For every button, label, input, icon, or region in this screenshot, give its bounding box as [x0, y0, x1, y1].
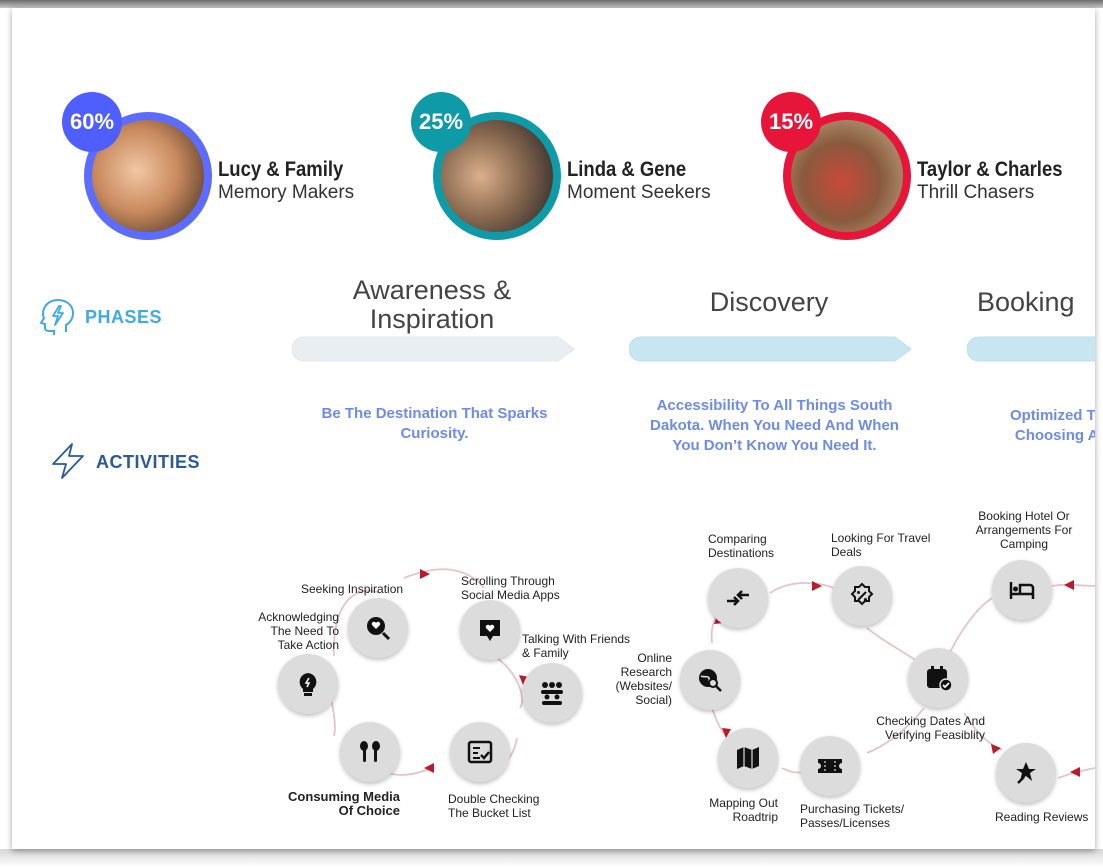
label-consuming-media: Consuming Media Of Choice	[288, 789, 400, 818]
persona-percent-badge: 25%	[411, 92, 471, 152]
phase-title-booking: Booking	[977, 287, 1075, 317]
phases-label: PHASES	[85, 307, 163, 327]
phase-title-awareness: Awareness & Inspiration	[352, 275, 512, 334]
node-purchasing-tickets[interactable]	[800, 736, 860, 796]
window-top-edge	[0, 0, 1103, 8]
label-purchasing-tickets: Purchasing Tickets/ Passes/Licenses	[800, 802, 905, 830]
persona-tagline: Moment Seekers	[567, 182, 711, 203]
node-comparing[interactable]	[708, 568, 768, 628]
phase-arrow-booking	[967, 336, 1095, 362]
ticket-icon	[818, 759, 842, 773]
label-talking-friends: Talking With Friends & Family	[522, 632, 631, 660]
label-mapping-roadtrip: Mapping Out Roadtrip	[709, 796, 778, 824]
label-seeking-inspiration: Seeking Inspiration	[301, 582, 404, 596]
phase-arrow-awareness	[292, 336, 575, 362]
node-mapping-roadtrip[interactable]	[718, 728, 778, 788]
chat-heart-icon	[480, 620, 500, 641]
node-checking-dates[interactable]	[908, 648, 968, 708]
persona-taylor: 15% Taylor & Charles Thrill Chasers	[761, 92, 1095, 252]
search-heart-icon	[367, 617, 391, 641]
persona-lucy: 60% Lucy & Family Memory Makers	[62, 92, 402, 252]
persona-tagline: Memory Makers	[218, 182, 355, 203]
bed-icon	[1009, 582, 1035, 599]
persona-tagline: Thrill Chasers	[917, 182, 1035, 203]
label-booking-hotel: Booking Hotel Or Arrangements For Campin…	[975, 509, 1073, 551]
activities-label: ACTIVITIES	[96, 452, 201, 472]
journey-map-card: 60% Lucy & Family Memory Makers 25% Lind…	[12, 8, 1095, 849]
group-people-icon	[541, 682, 563, 705]
node-travel-deals[interactable]	[832, 566, 892, 626]
earbuds-icon	[360, 741, 380, 762]
phase-arrow-discovery	[629, 336, 912, 362]
bottom-shadow	[0, 849, 1103, 867]
map-icon	[737, 747, 759, 769]
persona-percent-badge: 60%	[62, 92, 122, 152]
label-checking-dates: Checking Dates And Verifying Feasiblity	[876, 714, 985, 742]
label-scrolling-social: Scrolling Through Social Media Apps	[461, 574, 560, 602]
label-reading-reviews: Reading Reviews	[995, 810, 1089, 824]
node-double-checking[interactable]	[450, 722, 510, 782]
node-consuming-media[interactable]	[340, 722, 400, 782]
label-online-research: Online Research (Websites/ Social)	[615, 651, 672, 707]
label-travel-deals: Looking For Travel Deals	[831, 531, 931, 559]
node-seeking-inspiration[interactable]	[348, 598, 408, 658]
node-reading-reviews[interactable]	[996, 743, 1056, 803]
node-scrolling-social[interactable]	[460, 600, 520, 660]
phase-title-discovery: Discovery	[709, 287, 829, 317]
node-booking-hotel[interactable]	[992, 560, 1052, 620]
calendar-check-icon	[927, 666, 952, 692]
activities-row-label: ACTIVITIES	[50, 442, 240, 482]
label-acknowledging-need: Acknowledging The Need To Take Action	[258, 610, 339, 652]
star-hand-icon	[1016, 762, 1036, 784]
lightbulb-icon	[299, 673, 317, 696]
persona-percent-badge: 15%	[761, 92, 821, 152]
phases-row-label: PHASES	[40, 298, 200, 338]
persona-name: Lucy & Family	[218, 158, 344, 181]
globe-search-icon	[699, 669, 722, 692]
phase-goal-booking: Optimized Travel Choosing And I	[1009, 407, 1095, 444]
checklist-icon	[467, 740, 493, 764]
persona-name: Taylor & Charles	[917, 158, 1063, 181]
persona-name: Linda & Gene	[567, 158, 687, 181]
node-talking-friends[interactable]	[522, 663, 582, 723]
activity-flow-lines	[325, 568, 1095, 779]
persona-linda: 25% Linda & Gene Moment Seekers	[411, 92, 751, 252]
compare-arrows-icon	[727, 590, 749, 606]
phase-goal-awareness: Be The Destination That Sparks Curiosity…	[321, 405, 548, 442]
head-bolt-icon	[40, 298, 75, 335]
node-online-research[interactable]	[680, 650, 740, 710]
node-acknowledging-need[interactable]	[278, 654, 338, 714]
label-comparing: Comparing Destinations	[708, 532, 775, 560]
phase-goal-discovery: Accessibility To All Things South Dakota…	[650, 397, 899, 454]
lightning-icon	[52, 443, 84, 479]
discount-badge-icon	[850, 582, 874, 606]
label-double-checking: Double Checking The Bucket List	[448, 792, 540, 820]
